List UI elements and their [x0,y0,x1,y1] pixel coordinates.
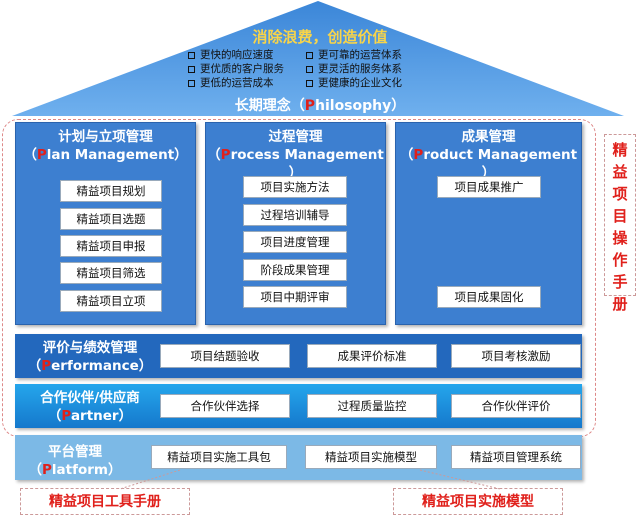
bullet-item: 更低的运营成本 [188,76,284,90]
philosophy-label: 长期理念（Philosophy） [234,98,406,114]
callout-tool-manual: 精益项目工具手册 [20,488,190,515]
column-plan-management: 计划与立项管理 （Plan Management） 精益项目规划 精益项目选题 … [15,122,196,325]
item-box: 精益项目管理系统 [451,445,581,469]
item-box: 精益项目选题 [60,208,162,230]
band-label: 合作伙伴/供应商（Partner） [40,390,140,424]
item-box: 项目结题验收 [160,344,290,368]
philosophy-title: 消除浪费，创造价值 [252,28,388,46]
band-platform: 平台管理（Platform） 精益项目实施工具包 精益项目实施模型 精益项目管理… [15,435,582,480]
bullet-item: 更健康的企业文化 [306,76,402,90]
item-box: 项目成果固化 [437,286,541,308]
band-performance: 评价与绩效管理（Performance） 项目结题验收 成果评价标准 项目考核激… [15,334,582,378]
band-label: 平台管理（Platform） [28,444,122,478]
item-box: 合作伙伴选择 [160,394,290,418]
item-box: 阶段成果管理 [243,259,347,281]
band-label: 评价与绩效管理（Performance） [27,340,153,374]
column-title: 成果管理 [461,129,516,145]
item-box: 精益项目申报 [60,235,162,257]
side-label-operation-manual: 精益项目操作手册 [604,134,636,313]
bullet-item: 更灵活的服务体系 [306,62,402,76]
item-box: 项目中期评审 [243,286,347,308]
philosophy-bullets-left: 更快的响应速度 更优质的客户服务 更低的运营成本 [188,48,284,90]
item-box: 项目考核激励 [451,344,581,368]
bullet-item: 更优质的客户服务 [188,62,284,76]
item-box: 项目实施方法 [243,176,347,198]
item-box: 过程质量监控 [307,394,437,418]
item-box: 精益项目实施工具包 [151,445,287,469]
column-title: 计划与立项管理 [58,129,153,145]
item-box: 过程培训辅导 [243,204,347,226]
callout-implementation-model: 精益项目实施模型 [393,488,563,515]
item-box: 成果评价标准 [307,344,437,368]
column-product-management: 成果管理 （Product Management ） 项目成果推广 项目成果固化 [395,122,582,325]
bullet-item: 更快的响应速度 [188,48,284,62]
roof-shape [12,1,624,116]
item-box: 精益项目立项 [60,290,162,312]
item-box: 精益项目规划 [60,180,162,202]
column-process-management: 过程管理 （Process Management ） 项目实施方法 过程培训辅导… [205,122,386,325]
item-box: 精益项目实施模型 [305,445,437,469]
column-title: 过程管理 [268,129,323,145]
column-subtitle: （Process Management ） [207,147,384,181]
bullet-item: 更可靠的运营体系 [306,48,402,62]
item-box: 项目进度管理 [243,231,347,253]
philosophy-bullets-right: 更可靠的运营体系 更灵活的服务体系 更健康的企业文化 [306,48,402,90]
column-subtitle: （Plan Management） [23,147,188,163]
band-partner: 合作伙伴/供应商（Partner） 合作伙伴选择 过程质量监控 合作伙伴评价 [15,384,582,428]
item-box: 精益项目筛选 [60,262,162,284]
item-box: 项目成果推广 [437,176,541,198]
item-box: 合作伙伴评价 [451,394,581,418]
